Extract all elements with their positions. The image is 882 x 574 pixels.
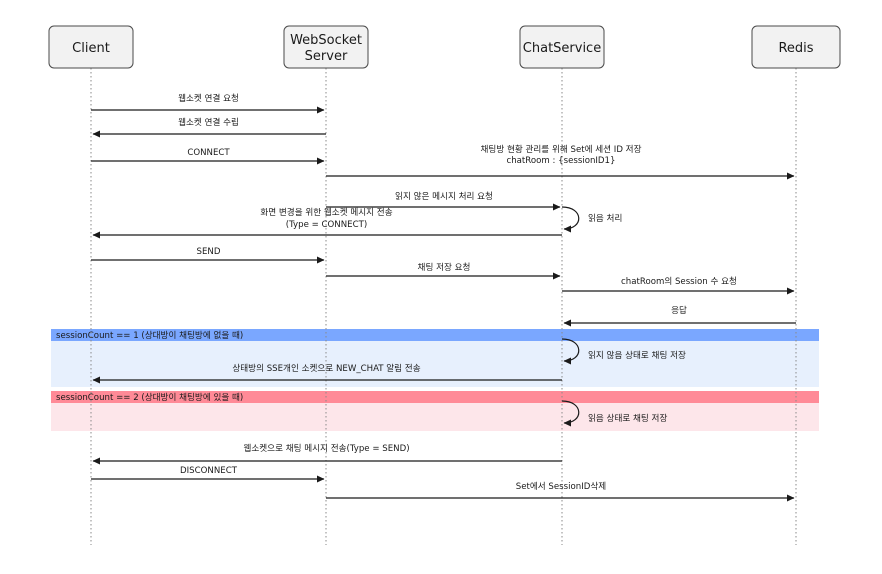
message-11: 응답: [563, 304, 796, 327]
message-label: 읽음 처리: [588, 213, 622, 224]
message-label: SEND: [197, 247, 221, 257]
actor-label: Client: [72, 41, 110, 56]
actor-redis: Redis: [751, 25, 841, 69]
message-label: Set에서 SessionID삭제: [516, 481, 607, 492]
fragment-2: sessionCount == 2 (상대방이 채팅방에 있을 때): [51, 391, 819, 431]
actor-box: [751, 25, 841, 69]
fragment-label: sessionCount == 1 (상대방이 채팅방에 없을 때): [56, 330, 243, 341]
message-15: 웹소켓으로 채팅 메시지 전송(Type = SEND): [92, 443, 562, 465]
self-call-arrow: [561, 338, 580, 365]
message-16: DISCONNECT: [91, 466, 325, 483]
message-label: 채팅 저장 요청: [418, 262, 471, 273]
actor-box: [519, 25, 605, 69]
message-6: 읽음 처리: [561, 206, 622, 233]
message-label: 화면 변경을 위한 웹소켓 메시지 전송: [260, 206, 392, 218]
actor-label: WebSocket: [290, 33, 362, 48]
message-label: CONNECT: [187, 148, 230, 158]
message-label: 읽지 않은 메시지 처리 요청: [395, 191, 493, 202]
message-label: 응답: [671, 304, 687, 316]
message-8: SEND: [91, 247, 325, 264]
message-13: 상태방의 SSE개인 소켓으로 NEW_CHAT 알림 전송: [92, 362, 562, 384]
message-label: DISCONNECT: [180, 466, 238, 476]
message-label: 웹소켓 연결 수립: [178, 117, 239, 128]
fragment-label: sessionCount == 2 (상대방이 채팅방에 있을 때): [56, 391, 243, 403]
message-label: chatRoom : {sessionID1}: [506, 156, 615, 166]
actor-label: Redis: [778, 41, 813, 56]
message-label: 웹소켓으로 채팅 메시지 전송(Type = SEND): [243, 443, 409, 454]
message-14: 읽음 상태로 채팅 저장: [561, 400, 667, 427]
message-label: 읽음 상태로 채팅 저장: [588, 413, 667, 424]
message-3: CONNECT: [91, 148, 325, 165]
message-5: 읽지 않은 메시지 처리 요청: [326, 191, 561, 211]
actor-label: Server: [305, 49, 348, 64]
message-label: 읽지 않음 상태로 채팅 저장: [588, 350, 686, 361]
message-label: chatRoom의 Session 수 요청: [621, 276, 737, 287]
message-12: 읽지 않음 상태로 채팅 저장: [561, 338, 686, 365]
message-17: Set에서 SessionID삭제: [326, 481, 795, 502]
self-call-arrow: [561, 206, 580, 233]
fragment-header: [51, 329, 819, 341]
message-label: 웹소켓 연결 요청: [178, 93, 239, 104]
message-label: (Type = CONNECT): [286, 220, 367, 230]
self-call-arrow: [561, 400, 580, 427]
actor-box: [48, 25, 134, 69]
message-label: 상태방의 SSE개인 소켓으로 NEW_CHAT 알림 전송: [232, 362, 420, 374]
message-1: 웹소켓 연결 요청: [91, 93, 325, 114]
actor-box: [283, 25, 369, 69]
message-2: 웹소켓 연결 수립: [92, 117, 326, 138]
message-label: 채팅방 현황 관리를 위해 Set에 세션 ID 저장: [481, 144, 642, 155]
message-9: 채팅 저장 요청: [326, 262, 561, 280]
actor-client: Client: [48, 25, 134, 69]
fragment-1: sessionCount == 1 (상대방이 채팅방에 없을 때): [51, 329, 819, 387]
actor-chat: ChatService: [519, 25, 605, 69]
actor-label: ChatService: [523, 41, 601, 56]
message-10: chatRoom의 Session 수 요청: [562, 276, 795, 295]
fragment-header: [51, 391, 819, 403]
message-7: 화면 변경을 위한 웹소켓 메시지 전송 (Type = CONNECT): [92, 206, 562, 239]
